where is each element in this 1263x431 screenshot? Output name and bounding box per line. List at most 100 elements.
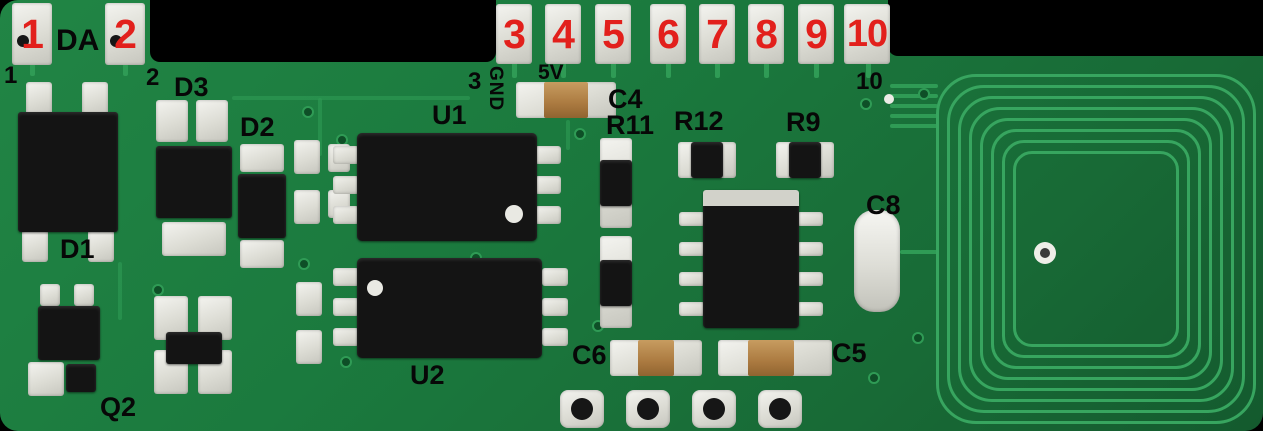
solder-pad [535,176,561,194]
trace [890,84,938,88]
component-c8-capacitor [854,210,900,312]
trace [318,98,322,156]
mounting-pad [560,390,604,428]
solder-pad [88,230,114,262]
pin-hole-2 [110,35,122,47]
soic-pin [679,272,705,286]
soic-pin [679,302,705,316]
trace [890,94,938,98]
component-body [66,364,96,392]
silkscreen-label-c6: C6 [572,340,607,370]
component-q2-transistor [38,306,100,360]
via [918,88,930,100]
pin-number-10: 10 [846,12,888,55]
solder-pad [26,82,52,116]
trace [900,250,938,254]
solder-pad [542,328,568,346]
u1-pin1-marker [505,205,523,223]
solder-pad [162,222,226,256]
solder-pad [74,284,94,306]
solder-pad [296,330,322,364]
coil-turn [969,107,1223,391]
trace [890,104,938,108]
silkscreen-label-d2: D2 [240,112,275,142]
u2-pin1-marker [367,280,383,296]
trace [890,114,938,118]
component-body [600,260,632,306]
via [152,284,164,296]
coil-turn [1013,151,1179,347]
antenna-hole-center [1040,248,1050,258]
trace [512,62,517,78]
solder-pad [82,82,108,116]
r11-body [600,160,632,206]
c5-body [748,340,794,376]
via-white [884,94,894,104]
silkscreen-label-5v: 5V [538,61,564,84]
soic-pin [679,212,705,226]
silkscreen-label-c4: C4 [608,84,643,114]
trace [123,64,128,76]
silkscreen-label-c5: C5 [832,338,867,368]
pin-pad-8: 8 [748,4,784,64]
board-edge-notch-middle [150,0,496,62]
solder-pad [22,230,48,262]
pin-number-8: 8 [755,10,778,57]
coil-turn [1002,140,1190,358]
pin-pad-3: 3 [496,4,532,64]
silkscreen-label-u2: U2 [410,360,445,390]
solder-pad [535,206,561,224]
solder-pad [542,298,568,316]
mounting-hole [571,398,593,420]
solder-pad [333,206,359,224]
solder-pad [156,100,188,142]
silkscreen-label-d1: D1 [60,234,95,264]
pin-number-6: 6 [657,10,680,57]
pin-pad-9: 9 [798,4,834,64]
soic-pin [797,272,823,286]
component-d2-diode [238,174,286,238]
coil-turn [980,118,1212,380]
r9-body [789,142,821,178]
trace [30,64,35,76]
component-d1-bridge-rectifier [18,112,118,232]
solder-pad [294,140,320,174]
via [302,106,314,118]
solder-pad [333,146,359,164]
trace [764,62,769,78]
component-d3-diode [156,146,232,218]
silkscreen-label-r12: R12 [674,106,724,136]
mounting-hole [769,398,791,420]
coil-turn [991,129,1201,369]
component-u2-ic [357,258,542,358]
solder-pad [333,298,359,316]
component-soic8-ic [703,190,799,328]
soic-pin [797,212,823,226]
via [298,258,310,270]
solder-pad [28,362,64,396]
solder-pad [333,328,359,346]
solder-pad [294,190,320,224]
silkscreen-label-d3: D3 [174,72,209,102]
silkscreen-label-gnd: GND [485,66,506,112]
trace [866,62,871,78]
trace [890,124,938,128]
solder-pad [40,284,60,306]
pin-number-9: 9 [805,10,828,57]
r12-body [691,142,723,178]
solder-pad [535,146,561,164]
soic-pin [797,242,823,256]
board-edge-notch-right [888,0,1263,56]
c4-body [544,82,588,118]
mounting-hole [637,398,659,420]
silkscreen-label-q2: Q2 [100,392,137,422]
trace [814,62,819,78]
pin-number-2: 2 [114,10,137,57]
pin-pad-10: 10 [844,4,890,64]
pin-hole-1 [17,35,29,47]
silkscreen-label-r11: R11 [606,110,655,140]
solder-pad [542,268,568,286]
silkscreen-label-pin10: 10 [856,68,883,95]
component-body [166,332,222,364]
solder-pad [333,268,359,286]
